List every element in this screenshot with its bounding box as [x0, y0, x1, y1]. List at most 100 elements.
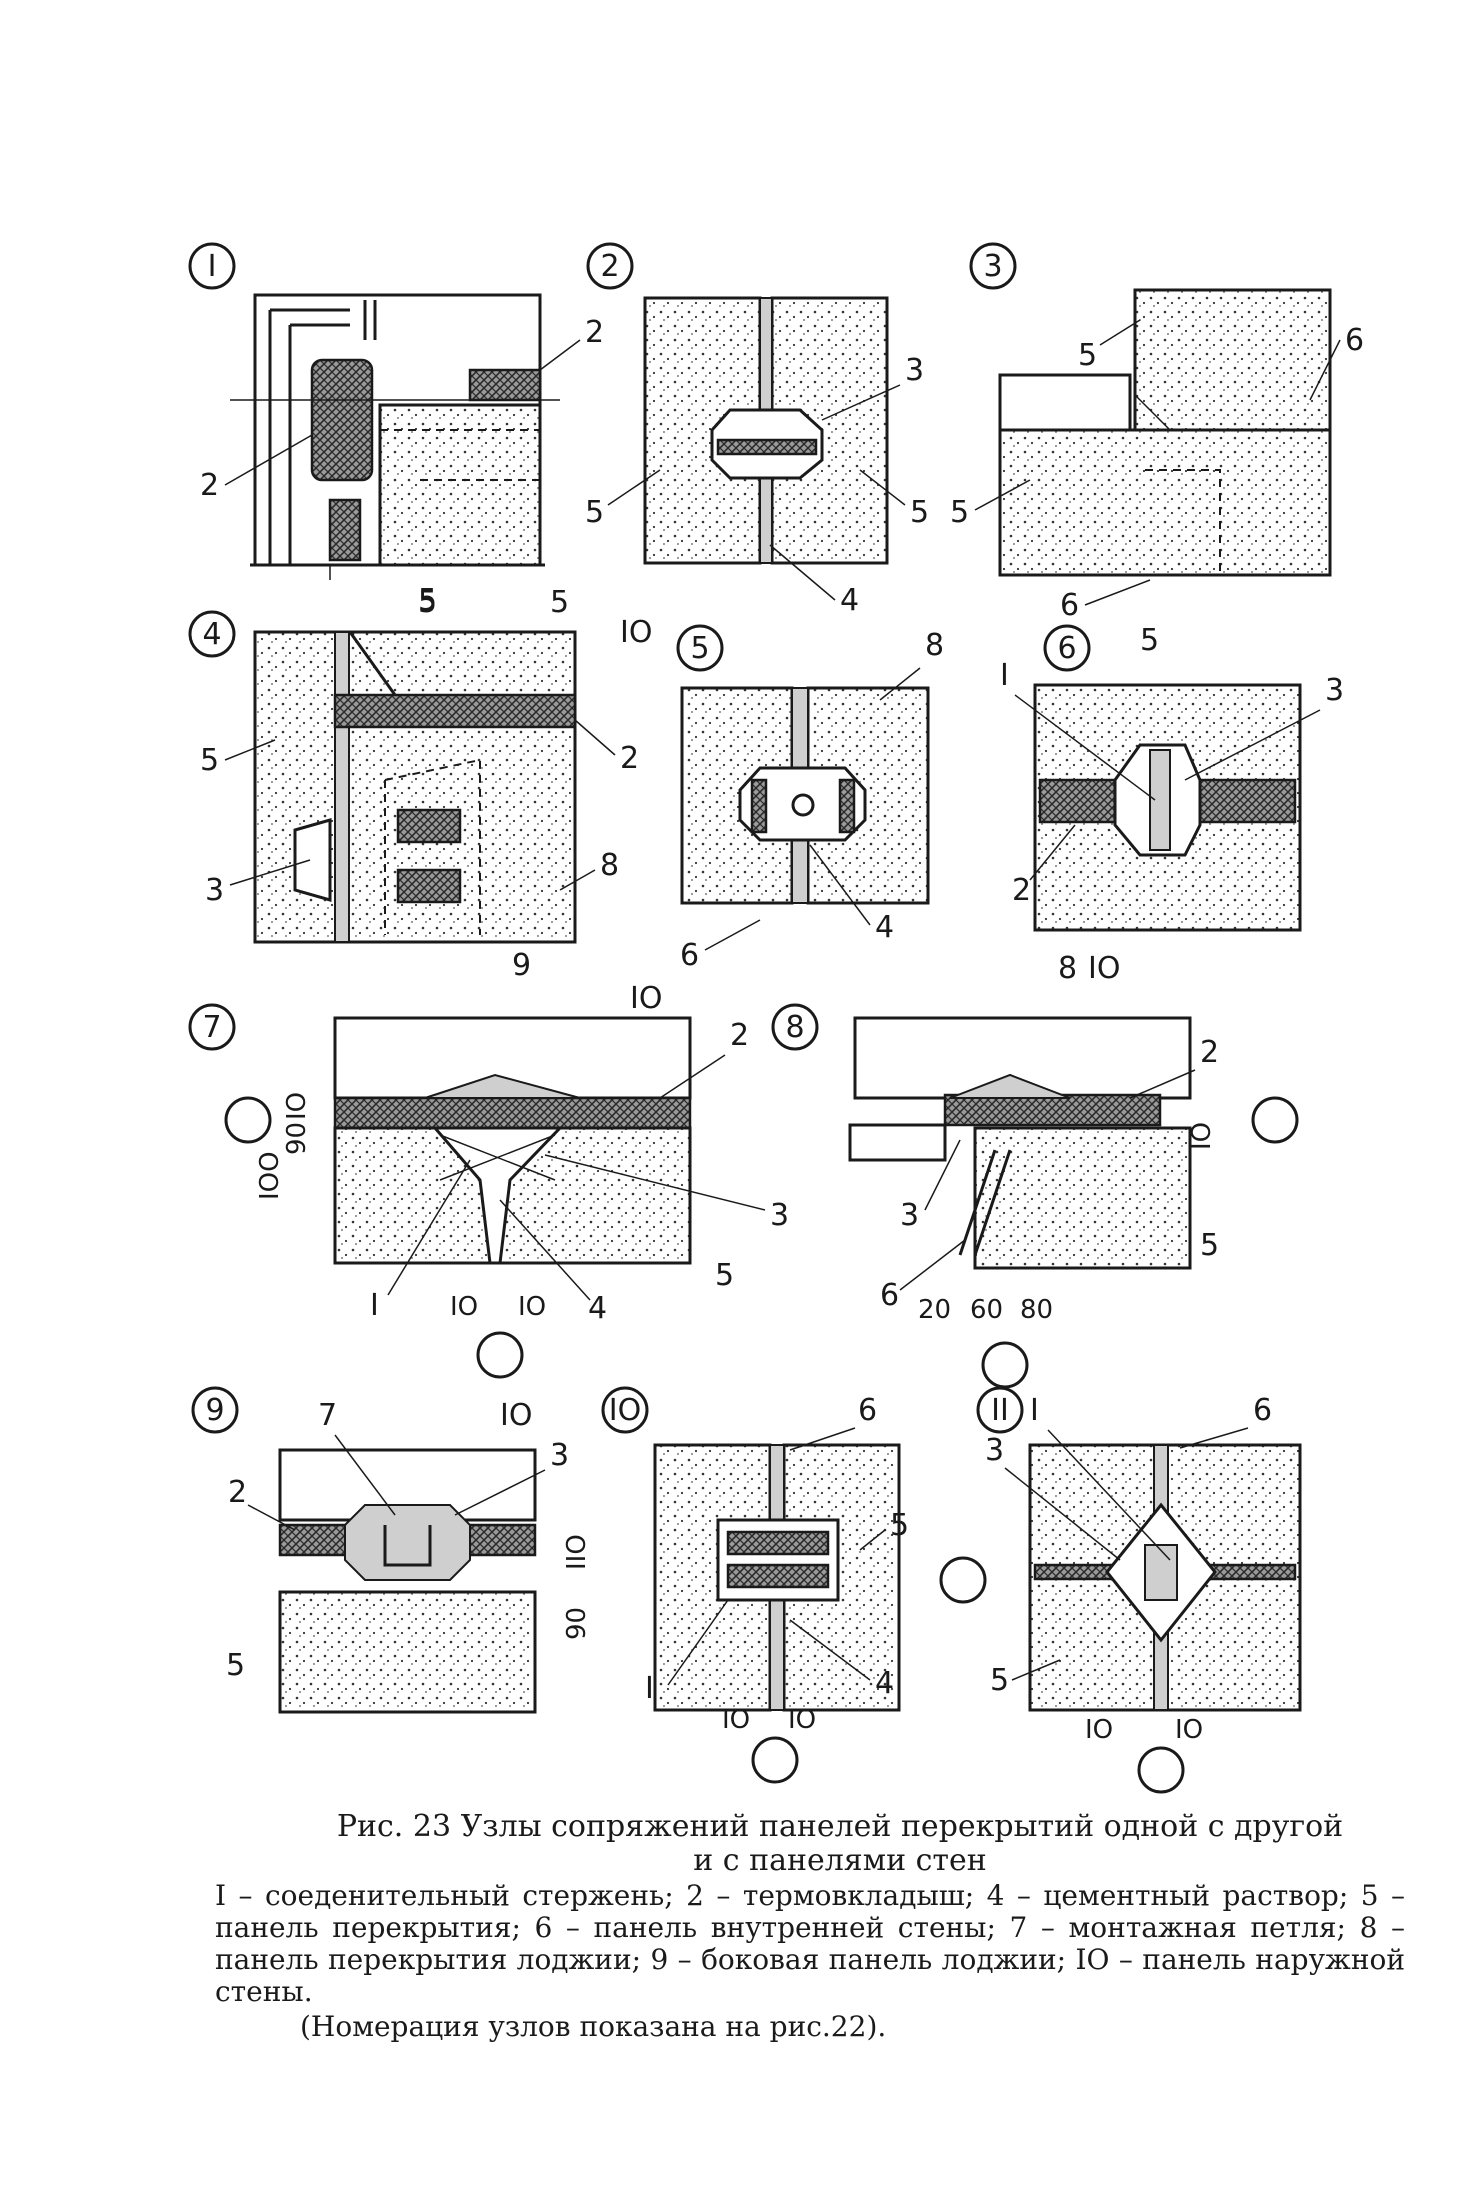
callout: 4 — [875, 1666, 894, 1701]
callout: 5 — [585, 495, 604, 530]
figure-legend: I – соеденительный стержень; 2 – термовк… — [215, 1879, 1405, 2008]
dimension: 90 — [282, 1122, 312, 1155]
callout: 3 — [770, 1198, 789, 1233]
callout: I — [1030, 1393, 1039, 1428]
dimension: 80 — [1020, 1295, 1053, 1325]
callout: 2 — [585, 315, 604, 350]
section-mark-circle — [981, 1341, 1029, 1389]
node-5: 5 8 4 6 — [676, 624, 944, 973]
callout: 5 — [1140, 623, 1159, 658]
node-id: IO — [609, 1393, 641, 1428]
callout: I — [1000, 658, 1009, 693]
callout: 2 — [620, 741, 639, 776]
node-4: 4 5 5 IO 5 2 3 8 9 — [188, 585, 652, 983]
callout: 5 — [1200, 1228, 1219, 1263]
node-id: 6 — [1057, 631, 1076, 666]
section-mark-circle — [476, 1331, 524, 1379]
callout: 5 — [715, 1258, 734, 1293]
node-id: 5 — [690, 631, 709, 666]
callout: 3 — [205, 873, 224, 908]
callout: 5 — [200, 743, 219, 778]
section-mark-circle — [1251, 1096, 1299, 1144]
node-id-circle — [771, 1003, 819, 1051]
node-id-circle — [1043, 624, 1091, 672]
callout: 3 — [900, 1198, 919, 1233]
callout: 2 — [228, 1475, 247, 1510]
node-id-circle — [188, 242, 236, 290]
callout: 9 — [512, 948, 531, 983]
node-9: 9 7 IO 3 2 5 IIO 90 — [191, 1386, 592, 1714]
dimension: IO — [1085, 1715, 1113, 1745]
callout: 8 — [600, 848, 619, 883]
node-id-circle — [601, 1386, 649, 1434]
node-id: 2 — [600, 249, 619, 284]
callout: 5 — [418, 585, 437, 620]
callout: I — [370, 1288, 379, 1323]
callout: I — [645, 1671, 654, 1706]
callout: 5 — [990, 1663, 1009, 1698]
callout: 2 — [1012, 873, 1031, 908]
dimension: IO — [1187, 1122, 1217, 1150]
figure-caption: Рис. 23 Узлы сопряжений панелей перекрыт… — [300, 1810, 1380, 1878]
section-mark-circle — [939, 1556, 987, 1604]
node-id-circle — [188, 1003, 236, 1051]
callout: IO — [620, 615, 652, 650]
callout: 4 — [588, 1291, 607, 1326]
section-mark-circle — [224, 1096, 272, 1144]
callout: IO — [1088, 951, 1120, 986]
node-id: 3 — [983, 249, 1002, 284]
callout: 6 — [680, 938, 699, 973]
dimension: 20 — [918, 1295, 951, 1325]
callout: IO — [500, 1398, 532, 1433]
node-2: 2 3 5 5 4 — [585, 242, 929, 618]
callout: 4 — [840, 583, 859, 618]
node-id: I — [208, 249, 217, 284]
node-6: 6 5 I 3 2 8 IO — [1000, 623, 1344, 986]
node-id: 9 — [205, 1393, 224, 1428]
node-id: 8 — [785, 1010, 804, 1045]
node-id-circle — [586, 242, 634, 290]
callout: 2 — [730, 1018, 749, 1053]
dimension: IO — [518, 1292, 546, 1322]
dimension: 60 — [970, 1295, 1003, 1325]
callout: 5 — [950, 495, 969, 530]
figure-note: (Номерация узлов показана на рис.22). — [300, 2010, 887, 2043]
node-1: I 2 2 5 — [188, 242, 604, 618]
node-id: 4 — [202, 617, 221, 652]
dimension: IOO — [255, 1151, 285, 1200]
dimension: IO — [1175, 1715, 1203, 1745]
node-7: 7 IO 90 IOO IO IO IO 2 3 5 I 4 — [188, 981, 789, 1379]
callout: 5 — [1078, 338, 1097, 373]
callout: 5 — [890, 1508, 909, 1543]
callout: 7 — [318, 1398, 337, 1433]
callout: 6 — [880, 1278, 899, 1313]
node-id-circle — [676, 624, 724, 672]
caption-line-2: и с панелями стен — [693, 1843, 987, 1878]
dimension: IO — [788, 1705, 816, 1735]
node-id-circle — [969, 242, 1017, 290]
callout: 6 — [1253, 1393, 1272, 1428]
dimension: IO — [450, 1292, 478, 1322]
node-id-circle — [191, 1386, 239, 1434]
dimension: IIO — [562, 1534, 592, 1570]
node-3: 3 5 6 5 6 — [950, 242, 1364, 623]
dimension: 90 — [562, 1607, 592, 1640]
callout: 5 — [418, 583, 437, 618]
callout: 3 — [1325, 673, 1344, 708]
section-mark-circle — [751, 1736, 799, 1784]
caption-line-1: Рис. 23 Узлы сопряжений панелей перекрыт… — [336, 1809, 1344, 1844]
callout: 6 — [858, 1393, 877, 1428]
callout: 8 — [925, 628, 944, 663]
node-id-circle — [976, 1386, 1024, 1434]
section-mark-circle — [1137, 1746, 1185, 1794]
callout: 5 — [910, 495, 929, 530]
callout: 3 — [985, 1433, 1004, 1468]
callout: 2 — [1200, 1035, 1219, 1070]
node-10: IO IO IO 6 5 4 I — [601, 1386, 909, 1784]
node-8: 8 IO 20 60 80 2 3 5 6 — [771, 1003, 1299, 1389]
dimension: IO — [722, 1705, 750, 1735]
callout: 8 — [1058, 951, 1077, 986]
dimension: IO — [282, 1092, 312, 1120]
node-id: 7 — [202, 1010, 221, 1045]
